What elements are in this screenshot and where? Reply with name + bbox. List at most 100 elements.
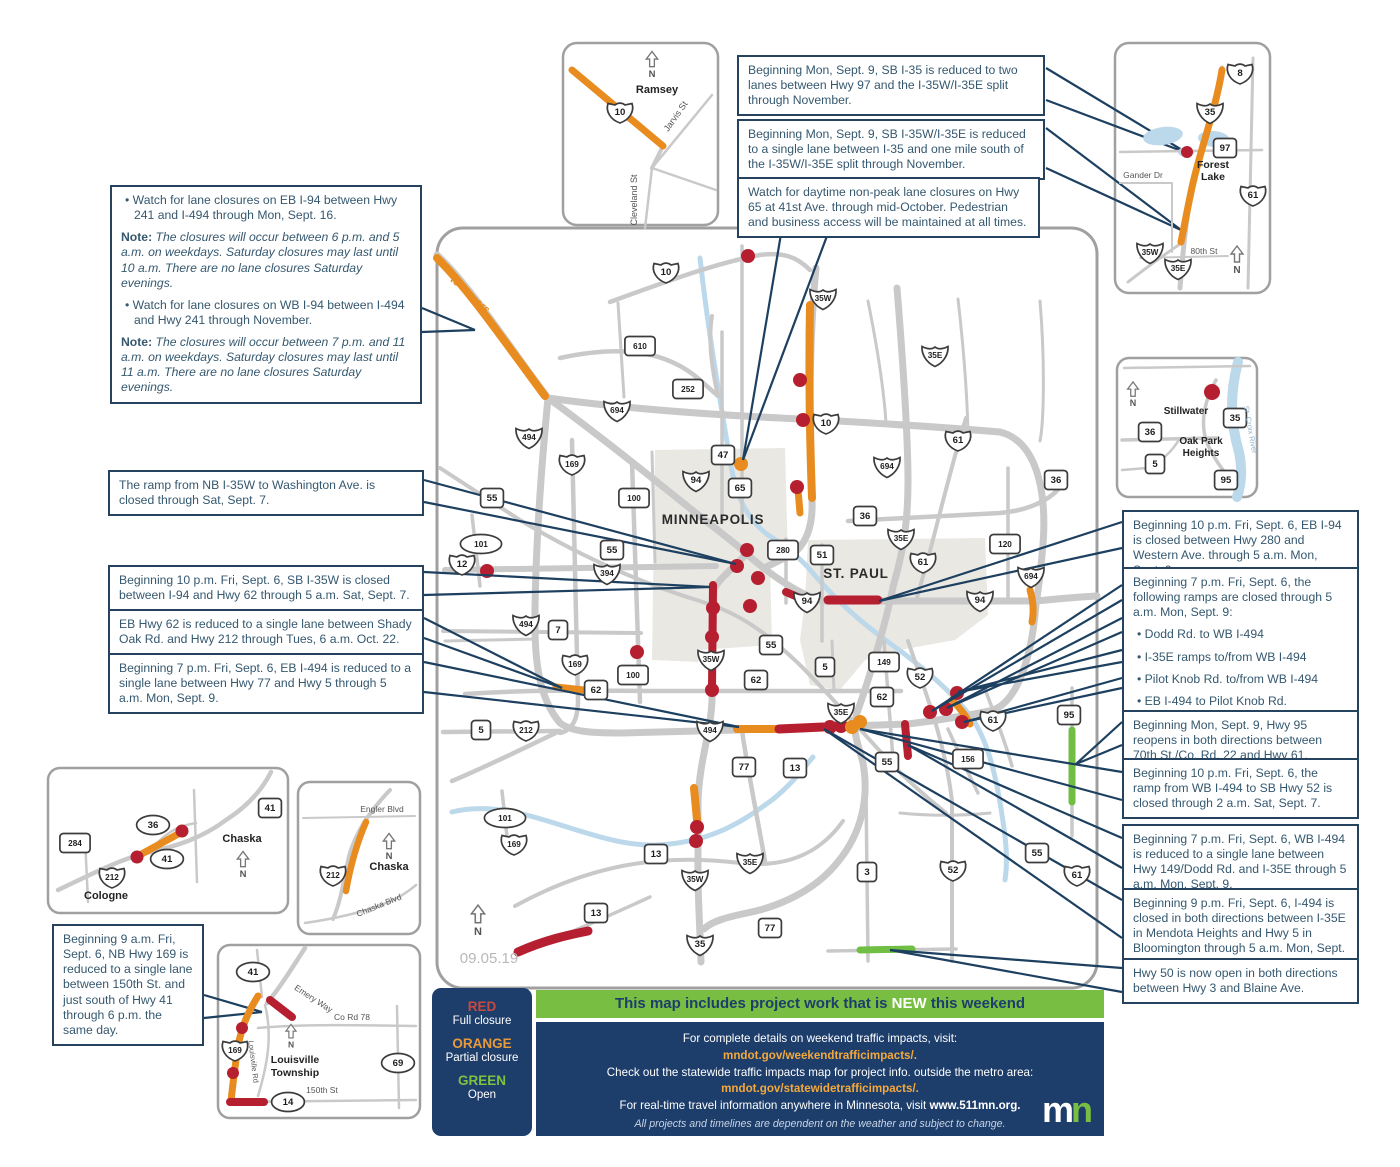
svg-text:394: 394	[600, 569, 614, 578]
svg-text:8: 8	[1237, 68, 1243, 79]
svg-text:35E: 35E	[894, 534, 909, 543]
label: Ramsey	[636, 84, 679, 96]
closure-dot	[175, 824, 189, 838]
hwy-shield-65: 65	[727, 477, 753, 499]
label: Forest	[1197, 159, 1230, 171]
hwy-shield-284: 284	[59, 832, 91, 854]
hwy-shield-280: 280	[767, 539, 799, 561]
closure-dot	[793, 373, 807, 387]
legend-green-desc: Open	[467, 1088, 497, 1101]
svg-text:169: 169	[568, 660, 582, 669]
511mn-link[interactable]: www.511mn.org.	[929, 1099, 1021, 1113]
svg-text:47: 47	[718, 450, 729, 461]
north-arrow-icon: N	[469, 903, 487, 938]
closure-dot	[227, 1067, 239, 1079]
callout-text: Beginning 9 a.m. Fri, Sept. 6, NB Hwy 16…	[63, 932, 193, 1037]
label: ST. PAUL	[823, 566, 888, 581]
hwy-shield-35E: 35E	[887, 528, 915, 551]
svg-text:65: 65	[735, 483, 746, 494]
hwy-shield-35E: 35E	[1164, 258, 1192, 281]
hwy-shield-36: 36	[852, 505, 878, 527]
svg-text:10: 10	[821, 418, 832, 429]
legend-red-label: RED	[467, 999, 497, 1014]
hwy-shield-62: 62	[743, 669, 769, 691]
hwy-shield-5: 5	[470, 719, 492, 741]
svg-text:77: 77	[765, 923, 776, 934]
hwy-shield-52: 52	[939, 860, 967, 882]
label: MINNEAPOLIS	[662, 512, 765, 527]
footer-line2: Check out the statewide traffic impacts …	[606, 1065, 1034, 1079]
closure-dot	[853, 715, 867, 729]
svg-text:94: 94	[975, 595, 986, 606]
svg-text:494: 494	[522, 433, 536, 442]
banner-highlight: NEW	[891, 995, 927, 1012]
callout-text: Beginning Mon, Sept. 9, Hwy 95 reopens i…	[1133, 718, 1323, 763]
statewide-traffic-impacts-link[interactable]: mndot.gov/statewidetrafficimpacts/.	[721, 1082, 919, 1096]
inset-forest-lake	[1113, 41, 1272, 295]
svg-text:36: 36	[148, 820, 159, 831]
closure-dot	[734, 457, 748, 471]
closure-dot	[751, 571, 765, 585]
legend-orange-desc: Partial closure	[445, 1051, 519, 1064]
hwy-shield-169: 169	[500, 834, 528, 856]
callout-text: • EB I-494 to Pilot Knob Rd.	[1137, 693, 1287, 708]
callout-nb-i35w-washington: The ramp from NB I-35W to Washington Ave…	[108, 470, 424, 517]
hwy-shield-3: 3	[856, 861, 878, 883]
svg-text:100: 100	[627, 494, 641, 503]
closure-dot	[630, 645, 644, 659]
svg-text:10: 10	[615, 107, 626, 118]
svg-text:62: 62	[591, 685, 602, 696]
callout-text: • Pilot Knob Rd. to/from WB I-494	[1137, 671, 1319, 686]
closure-dot	[955, 715, 969, 729]
svg-text:35W: 35W	[1142, 248, 1159, 257]
svg-text:35W: 35W	[687, 875, 704, 884]
closure-dot	[130, 850, 144, 864]
callout-eb-i494: Beginning 7 p.m. Fri, Sept. 6, EB I-494 …	[108, 653, 424, 715]
callout-sb-i35-two-lanes: Beginning Mon, Sept. 9, SB I-35 is reduc…	[737, 55, 1045, 117]
svg-text:35E: 35E	[928, 351, 943, 360]
callout-i94-west-closures: • Watch for lane closures on EB I-94 bet…	[110, 185, 422, 404]
svg-text:212: 212	[326, 871, 340, 880]
svg-text:97: 97	[1220, 143, 1231, 154]
svg-text:610: 610	[633, 342, 647, 351]
hwy-shield-94: 94	[793, 591, 821, 614]
hwy-shield-35: 35	[1196, 102, 1224, 125]
footer-disclaimer: All projects and timelines are dependent…	[634, 1117, 1006, 1130]
hwy-shield-94: 94	[966, 590, 994, 613]
closure-dot	[796, 413, 810, 427]
hwy-shield-94: 94	[682, 470, 710, 493]
closure-dot	[790, 480, 804, 494]
label: Heights	[1183, 448, 1220, 459]
svg-text:41: 41	[248, 967, 259, 978]
svg-text:13: 13	[790, 763, 801, 774]
callout-pointer-lines	[203, 67, 1188, 1020]
svg-text:149: 149	[877, 658, 891, 667]
hwy-shield-694: 694	[603, 400, 631, 423]
hwy-shield-494: 494	[512, 614, 540, 637]
mndot-logo: mn	[1041, 1089, 1093, 1130]
hwy-shield-100: 100	[618, 487, 650, 509]
footer-info-panel: For complete details on weekend traffic …	[536, 1022, 1104, 1136]
closure-dot	[730, 559, 744, 573]
hwy-shield-35E: 35E	[921, 345, 949, 368]
north-arrow-icon: N	[1229, 244, 1245, 276]
svg-text:95: 95	[1221, 475, 1232, 486]
svg-text:35E: 35E	[834, 708, 849, 717]
hwy-shield-10: 10	[652, 262, 680, 284]
hwy-shield-100: 100	[617, 664, 649, 686]
hwy-shield-41: 41	[149, 848, 185, 870]
label: Cleveland St	[629, 174, 639, 226]
hwy-shield-61: 61	[909, 552, 937, 574]
callout-hwy50-open: Hwy 50 is now open in both directions be…	[1122, 958, 1359, 1005]
north-arrow-icon: N	[644, 50, 660, 80]
hwy-shield-55: 55	[599, 539, 625, 561]
weekend-traffic-impacts-link[interactable]: mndot.gov/weekendtrafficimpacts/.	[723, 1048, 917, 1062]
label: Louisville	[271, 1054, 320, 1066]
svg-text:94: 94	[691, 475, 702, 486]
hwy-shield-13: 13	[643, 843, 669, 865]
svg-text:61: 61	[1072, 870, 1083, 881]
north-arrow-icon: N	[381, 832, 397, 862]
svg-text:52: 52	[948, 865, 959, 876]
svg-text:35E: 35E	[743, 858, 758, 867]
